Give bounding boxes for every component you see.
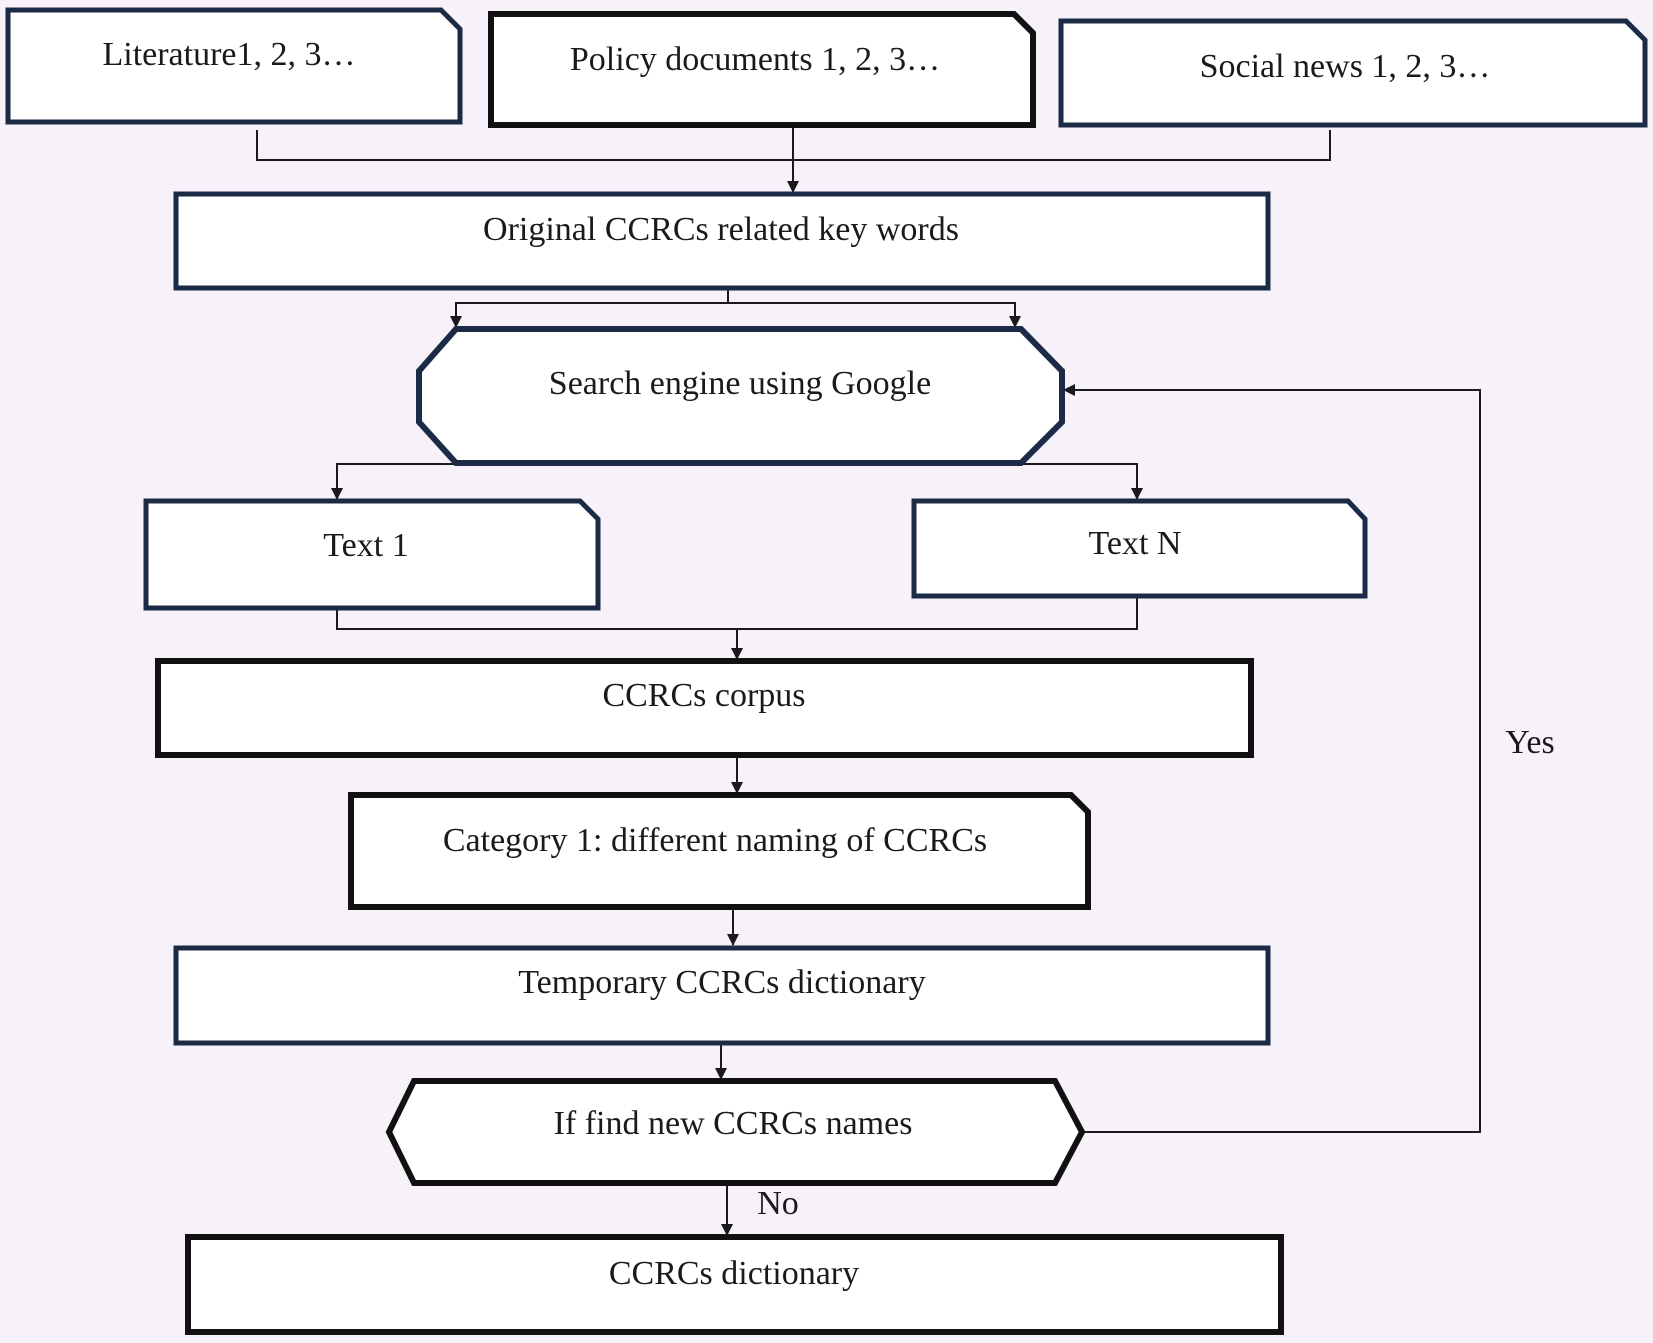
node-decision-shape <box>385 1078 1086 1186</box>
node-social-shape <box>1058 18 1648 128</box>
node-dictionary-label: CCRCs dictionary <box>609 1255 859 1292</box>
node-corpus-shape <box>155 658 1254 758</box>
node-policy-shape <box>488 11 1036 128</box>
node-text1-shape <box>143 498 601 611</box>
edge-label-no: No <box>757 1185 799 1222</box>
node-corpus-label: CCRCs corpus <box>602 677 805 714</box>
node-keywords-shape <box>173 191 1271 291</box>
node-search-label: Search engine using Google <box>549 365 931 402</box>
edge-label-yes: Yes <box>1505 724 1554 761</box>
node-decision-label: If find new CCRCs names <box>554 1105 913 1142</box>
node-keywords-label: Original CCRCs related key words <box>483 211 959 248</box>
edge-decision-yes-loop <box>1063 384 1481 1133</box>
node-social-label: Social news 1, 2, 3… <box>1200 48 1491 85</box>
edge-search-to-textn <box>1021 463 1143 500</box>
edge-keywords-to-search-left <box>450 289 729 328</box>
node-dictionary-shape <box>185 1234 1284 1335</box>
node-temp-dict-shape <box>173 945 1271 1046</box>
node-literature-label: Literature1, 2, 3… <box>102 36 355 73</box>
edge-keywords-to-search-right <box>728 302 1021 328</box>
node-text1-label: Text 1 <box>323 527 408 564</box>
node-policy-label: Policy documents 1, 2, 3… <box>570 41 940 78</box>
node-category-shape <box>348 792 1091 910</box>
node-textn-label: Text N <box>1089 525 1182 562</box>
edge-search-to-text1 <box>331 463 456 500</box>
node-temp-dict-label: Temporary CCRCs dictionary <box>518 964 925 1001</box>
node-search-shape <box>416 326 1065 466</box>
node-category-label: Category 1: different naming of CCRCs <box>443 822 987 859</box>
node-literature-shape <box>5 7 463 125</box>
node-textn-shape <box>911 498 1368 599</box>
